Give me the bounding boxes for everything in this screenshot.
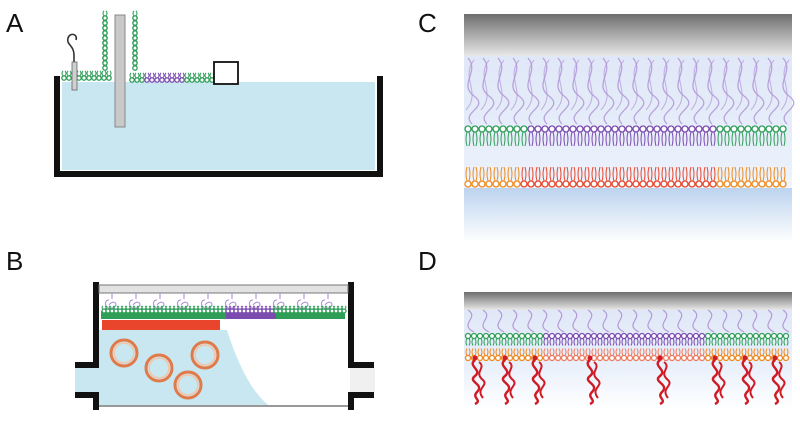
panel-c-membrane [464,14,795,242]
panel-label-c: C [418,8,437,38]
panel-label-b: B [6,246,24,276]
vesicle-icon [190,340,220,370]
vesicles-b [109,338,220,400]
panel-label-a: A [6,8,24,38]
vesicle-icon [144,353,174,383]
protein-icon [586,355,601,406]
polymer-cushion-d [467,309,790,333]
chamber-water [98,330,270,406]
inlet-channel [75,368,98,392]
chamber-water-right [227,330,350,406]
glass-slide-icon [98,284,349,294]
trough-walls [54,76,383,177]
polymer-cushion-c [465,57,795,125]
panel-a-trough [54,10,383,177]
panel-label-d: D [418,246,437,276]
substrate-slide [114,14,126,128]
panel-d-membrane [464,292,792,410]
glass-top-c [464,14,792,56]
protein-icon [741,355,756,406]
protein-icon [471,355,486,406]
vesicle-icon [173,370,203,400]
protein-icon [501,355,516,406]
chamber-walls [75,282,374,410]
polymer-cushion-b [104,293,333,309]
wilhelmy-hook-icon [66,33,78,91]
proteins-d [471,355,786,406]
below-c [464,188,792,242]
monolayer-a [61,10,215,83]
bilayer-b [101,305,347,330]
panel-b-chamber [75,282,375,410]
barrier-icon [213,61,239,85]
protein-icon [656,355,671,406]
upper-leaflet-c [464,125,787,147]
lower-leaflet-c [464,166,787,188]
glass-top-d [464,292,792,310]
vesicle-icon [109,338,139,368]
outlet-channel [350,368,375,392]
protein-icon [771,355,786,406]
protein-icon [711,355,726,406]
protein-icon [531,355,546,406]
trough-water [62,82,375,170]
chamber-floor [99,405,348,407]
upper-leaflet-d [464,332,790,346]
